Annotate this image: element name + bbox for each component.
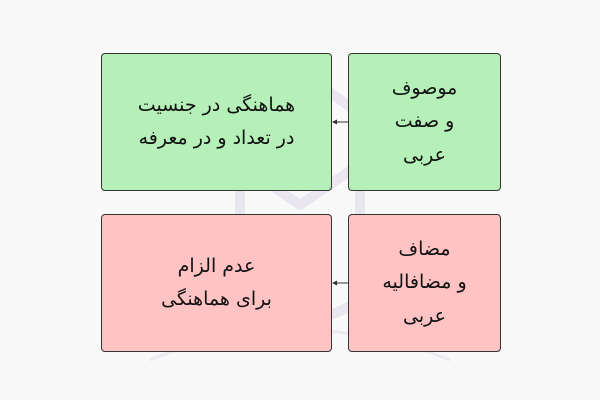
target-box-agreement: هماهنگی در جنسیت در تعداد و در معرفه (101, 53, 332, 191)
arrowhead-row2 (332, 280, 337, 286)
target-box-no-agreement: عدم الزام برای هماهنگی (101, 214, 332, 352)
source-box-possessive: مضاف و مضافالیه عربی (348, 214, 501, 352)
target-box-no-agreement-label: عدم الزام برای هماهنگی (161, 254, 272, 310)
arrowhead-row1 (332, 119, 337, 125)
source-box-adjective-label: موصوف و صفت عربی (391, 77, 458, 166)
source-box-adjective: موصوف و صفت عربی (348, 53, 501, 191)
target-box-agreement-label: هماهنگی در جنسیت در تعداد و در معرفه (137, 93, 296, 149)
source-box-possessive-label: مضاف و مضافالیه عربی (382, 238, 467, 327)
